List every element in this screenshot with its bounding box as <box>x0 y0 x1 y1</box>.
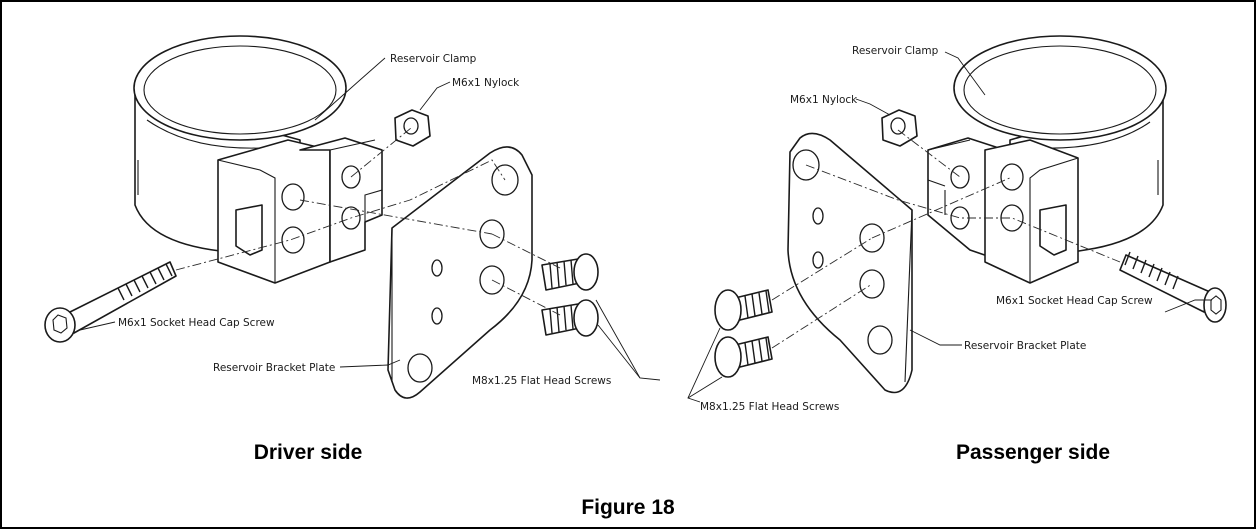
driver-reservoir-clamp <box>133 35 383 284</box>
driver-bracket-plate <box>387 146 533 399</box>
passenger-label-reservoir-clamp: Reservoir Clamp <box>852 45 939 57</box>
driver-cap-screw <box>44 261 177 343</box>
passenger-label-flat-screws: M8x1.25 Flat Head Screws <box>700 401 839 413</box>
driver-nylock-nut <box>394 109 431 147</box>
driver-label-reservoir-clamp: Reservoir Clamp <box>390 53 477 65</box>
passenger-label-cap-screw: M6x1 Socket Head Cap Screw <box>996 295 1153 307</box>
passenger-flat-screws <box>714 289 773 378</box>
driver-label-cap-screw: M6x1 Socket Head Cap Screw <box>118 317 275 329</box>
driver-label-bracket-plate: Reservoir Bracket Plate <box>213 362 335 374</box>
passenger-reservoir-clamp <box>927 35 1167 284</box>
passenger-bracket-plate <box>787 132 913 394</box>
figure-caption: Figure 18 <box>581 496 675 519</box>
driver-side-view: Reservoir Clamp M6x1 Nylock M6x1 Socket … <box>44 35 661 464</box>
driver-label-nylock: M6x1 Nylock <box>452 77 520 89</box>
passenger-cap-screw <box>1119 251 1227 323</box>
driver-label-flat-screws: M8x1.25 Flat Head Screws <box>472 375 611 387</box>
passenger-nylock-nut <box>881 109 918 147</box>
passenger-label-bracket-plate: Reservoir Bracket Plate <box>964 340 1086 352</box>
passenger-side-caption: Passenger side <box>956 441 1110 464</box>
passenger-side-view: Reservoir Clamp M6x1 Nylock M6x1 Socket … <box>687 35 1227 464</box>
driver-flat-screws <box>541 253 599 337</box>
driver-side-caption: Driver side <box>254 441 363 464</box>
passenger-label-nylock: M6x1 Nylock <box>790 94 858 106</box>
